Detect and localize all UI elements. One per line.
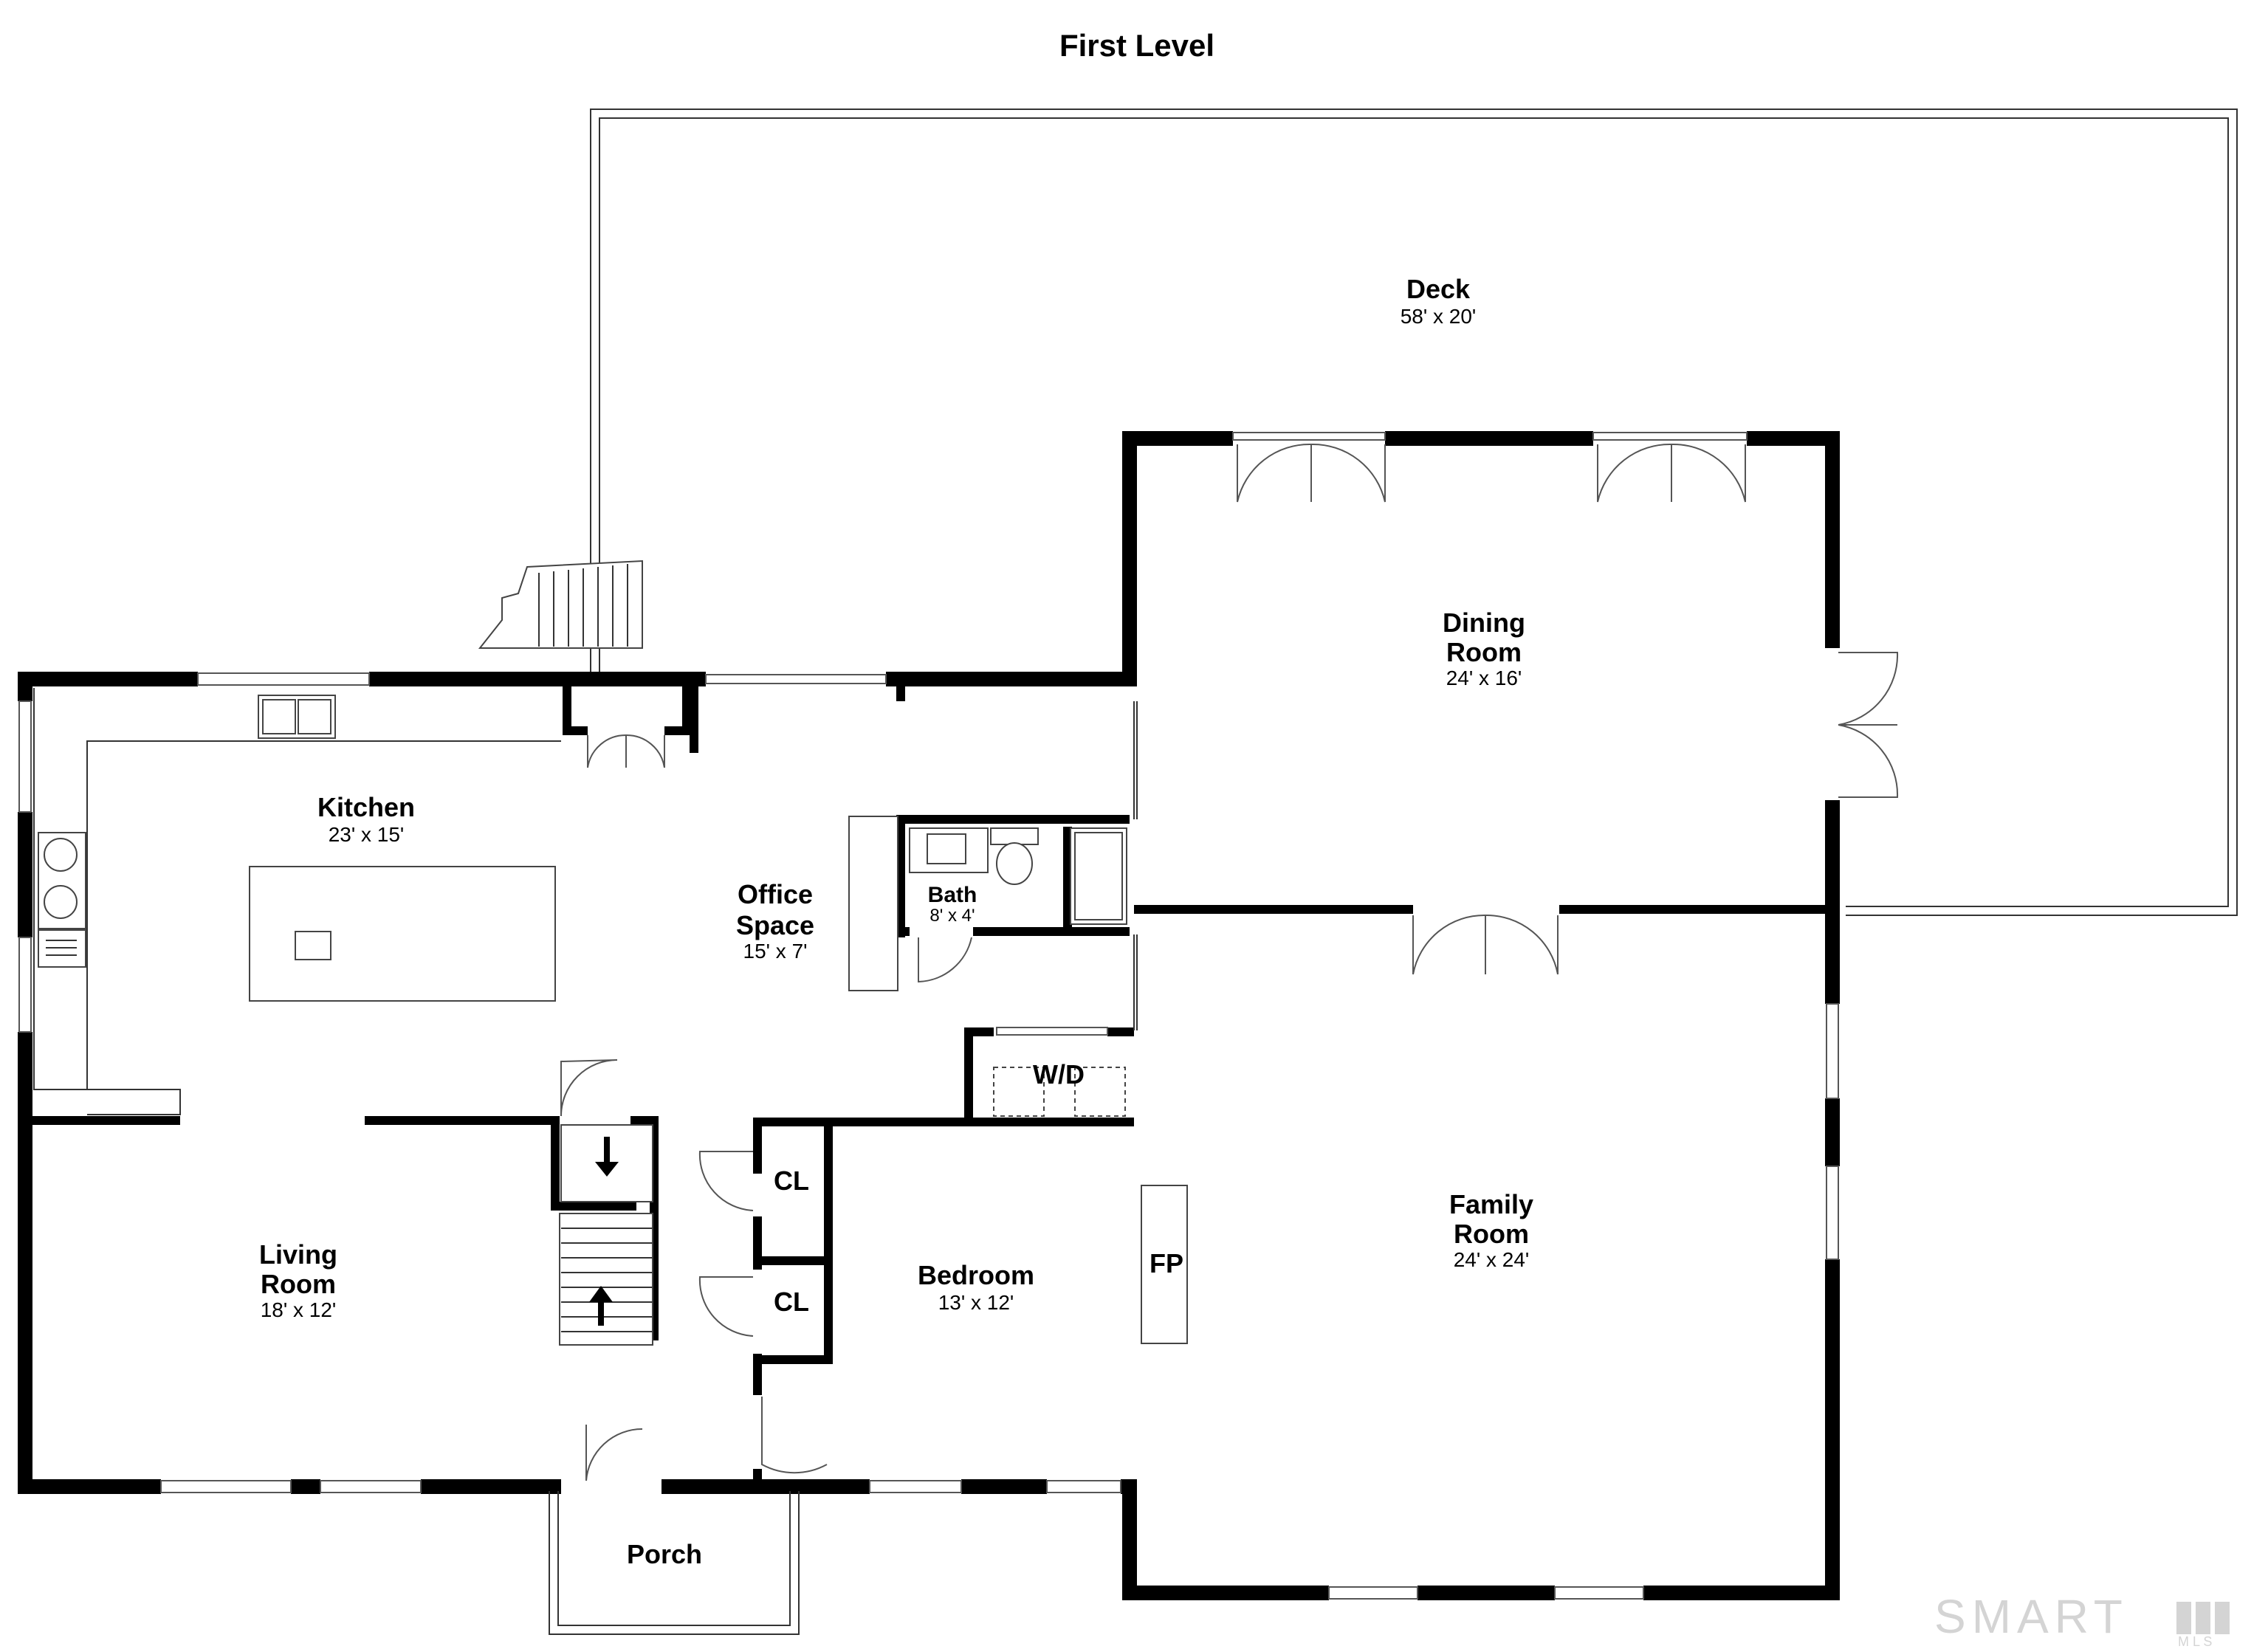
- interior-walls: [30, 686, 1828, 1487]
- bedroom-label: Bedroom: [918, 1260, 1034, 1290]
- plan-title: First Level: [1059, 28, 1214, 63]
- watermark-small: M L S: [2178, 1634, 2212, 1649]
- living-label-line1: Living: [259, 1239, 337, 1270]
- office-label-line2: Space: [736, 910, 814, 940]
- porch-label: Porch: [627, 1539, 702, 1569]
- kitchen-sink: [258, 695, 336, 739]
- closet-2-label: CL: [774, 1287, 809, 1317]
- kitchen-dims: 23' x 15': [329, 823, 405, 846]
- exterior-walls: [18, 431, 1840, 1600]
- fireplace-label: FP: [1150, 1248, 1183, 1278]
- deck-label: Deck: [1406, 274, 1471, 304]
- wd-label: W/D: [1033, 1059, 1085, 1089]
- living-label-line2: Room: [261, 1269, 336, 1299]
- dining-dims: 24' x 16': [1446, 667, 1522, 689]
- bath-fixtures: [909, 827, 1127, 925]
- bath-dims: 8' x 4': [929, 906, 975, 926]
- dining-label-line1: Dining: [1443, 607, 1525, 638]
- stairs-up-arrow: [589, 1286, 613, 1326]
- interior-stairs: [559, 1124, 653, 1346]
- porch-structure: [549, 1491, 800, 1635]
- office-dims: 15' x 7': [743, 940, 808, 963]
- bedroom-dims: 13' x 12': [938, 1291, 1014, 1314]
- living-dims: 18' x 12': [261, 1298, 337, 1321]
- windows: [18, 672, 1839, 1600]
- family-label-line2: Room: [1454, 1219, 1529, 1249]
- kitchen-label: Kitchen: [317, 792, 415, 822]
- watermark-text: SMART: [1934, 1590, 2128, 1643]
- deck-area: [478, 109, 2238, 916]
- deck-dims: 58' x 20': [1401, 305, 1477, 328]
- deck-stairs: [478, 560, 643, 649]
- office-label-line1: Office: [738, 879, 813, 909]
- office-desk: [848, 816, 898, 991]
- family-dims: 24' x 24': [1454, 1248, 1530, 1271]
- fireplace: [1141, 1185, 1188, 1344]
- kitchen-island: [249, 866, 556, 1002]
- smart-mls-watermark: SMART M L S: [1934, 1590, 2230, 1649]
- fixtures: [33, 688, 1188, 1635]
- stairs-down-arrow: [595, 1137, 619, 1177]
- family-label-line1: Family: [1449, 1189, 1533, 1219]
- doors: [560, 432, 1899, 1481]
- washer-dryer: [993, 1067, 1126, 1117]
- closet-1-label: CL: [774, 1166, 809, 1196]
- bath-label: Bath: [928, 883, 977, 907]
- kitchen-range: [38, 832, 86, 968]
- dining-label-line2: Room: [1446, 637, 1522, 667]
